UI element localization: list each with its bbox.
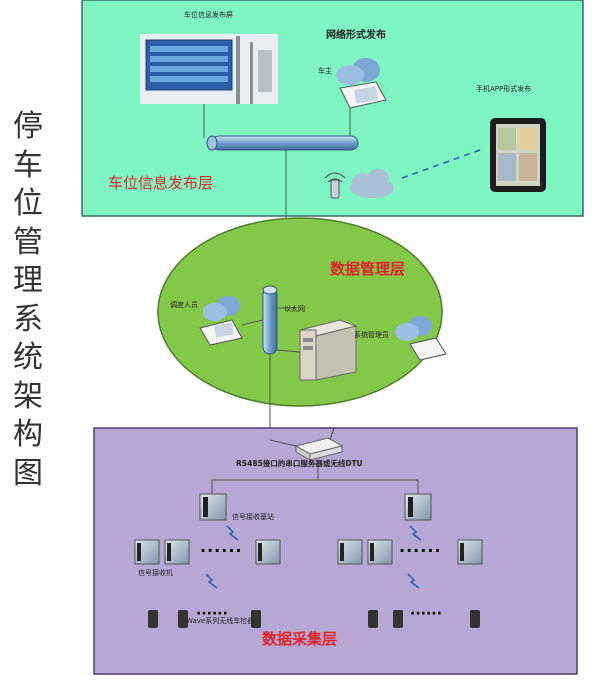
network-publish-label: 网络形式发布 (326, 30, 386, 41)
server-icon (298, 319, 358, 381)
dots-left-receivers: ······ (200, 541, 243, 560)
bottom-layer-name: 数据采集层 (262, 630, 338, 648)
dispatcher-icon (199, 296, 243, 346)
app-publish-label: 手机APP形式发布 (476, 85, 532, 93)
dtu-device-icon (294, 427, 344, 461)
wireless-link (409, 525, 422, 541)
wireless-link (226, 525, 239, 541)
car-owner-label: 车主 (318, 67, 332, 75)
wireless-link (401, 149, 481, 179)
diagram-title: 停车位管理系统架构图 (13, 109, 43, 491)
dots-right-detectors: ······ (410, 606, 442, 622)
billboard-icon (140, 34, 278, 104)
dots-left-detectors: ······ (196, 606, 228, 622)
ethernet-label: 以太网 (284, 305, 305, 313)
billboard-label: 车位信息发布屏 (184, 11, 233, 19)
middle-layer-name: 数据管理层 (330, 260, 406, 278)
detector-group-right (368, 610, 480, 628)
middle-layer-ellipse (157, 217, 443, 407)
phone-app-icon (490, 118, 546, 192)
dispatcher-label: 调度人员 (170, 301, 198, 309)
dots-right-receivers: ······ (399, 541, 442, 560)
admin-label: 系统管理员 (354, 331, 389, 339)
ethernet-pipe (262, 285, 278, 355)
base-station-left (199, 493, 227, 521)
dtu-label: RS485接口的串口服务器或无线DTU (236, 459, 363, 468)
wireless-link (407, 573, 420, 589)
top-layer-name: 车位信息发布层 (108, 174, 214, 192)
network-user-icon (336, 58, 387, 109)
detector-label: Wave系列无线车检器 (186, 617, 255, 625)
base-station-label: 信号接收基站 (232, 513, 274, 521)
receiver-group-right (337, 539, 483, 565)
top-bus-pipe (206, 135, 359, 151)
receiver-group-left (134, 539, 281, 565)
base-station-right (404, 493, 432, 521)
detector-group-left (148, 610, 261, 628)
wireless-link (205, 573, 218, 589)
receiver-label: 信号接收机 (138, 569, 173, 577)
admin-icon (395, 316, 447, 361)
wireless-antenna-icon (324, 172, 346, 199)
cloud-icon (350, 169, 394, 198)
